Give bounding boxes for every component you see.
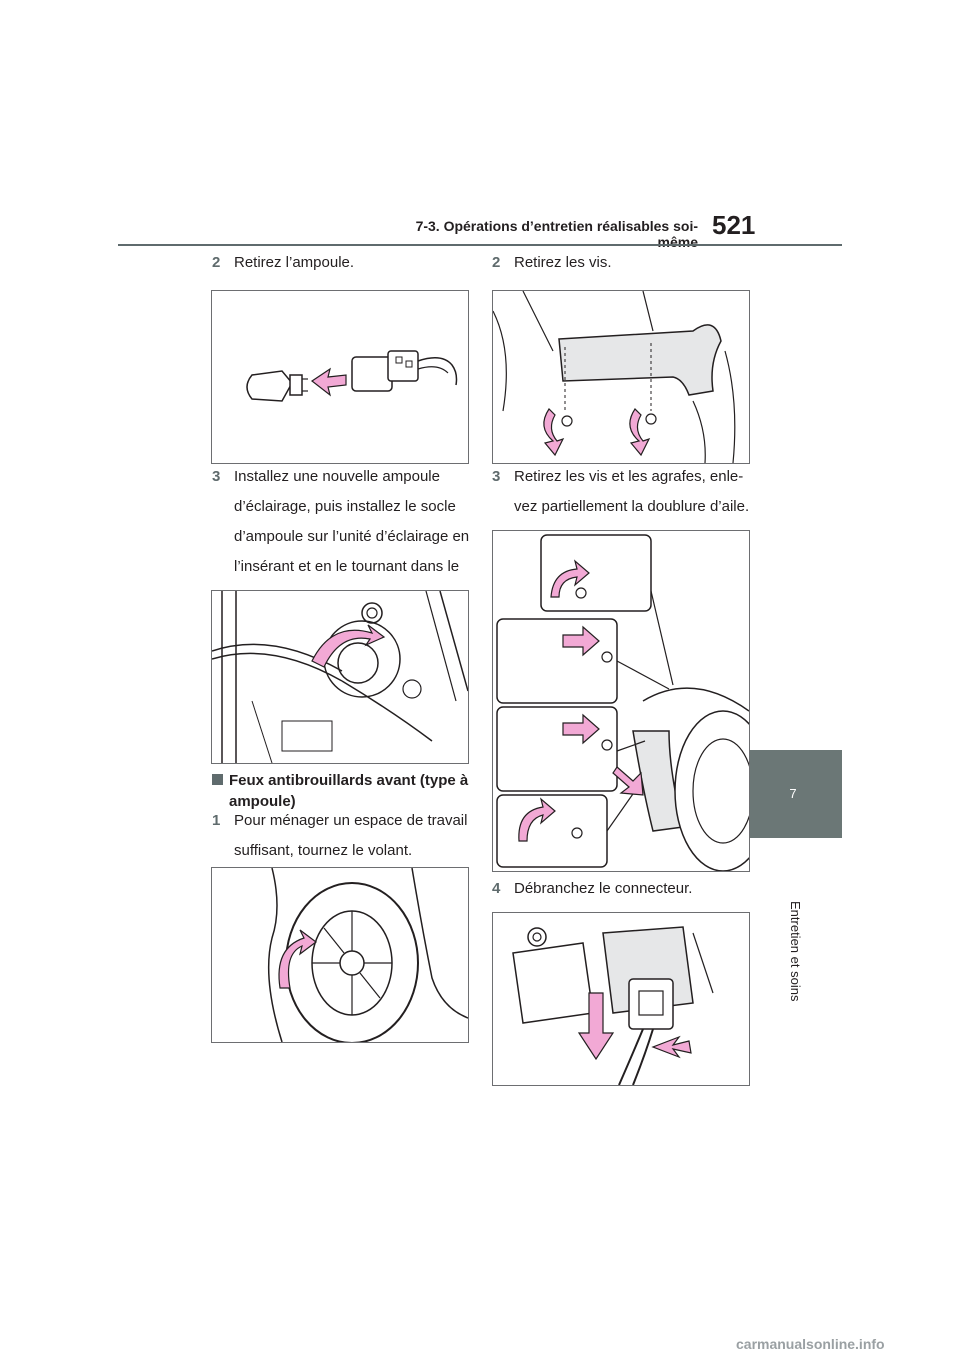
- connector-illustration: [512, 926, 714, 1085]
- step-number: 3: [212, 468, 221, 485]
- chapter-label: Entretien et soins: [788, 901, 803, 1002]
- step-number: 1: [212, 812, 221, 829]
- step-number: 2: [492, 254, 501, 271]
- page-number: 521: [712, 210, 756, 240]
- section-heading-text: Feux antibrouillards avant (type à ampou…: [229, 772, 469, 810]
- step-remove-screws: 2 Retirez les vis.: [492, 248, 750, 278]
- figure-disconnect-connector: [492, 912, 750, 1086]
- step-remove-liner: 3 Retirez les vis et les agrafes, enle-v…: [492, 462, 752, 522]
- step-number: 3: [492, 468, 501, 485]
- running-header: 7-3. Opérations d’entretien réalisables …: [415, 218, 698, 250]
- chapter-tab[interactable]: 7: [744, 750, 842, 838]
- bulb-install-illustration: [212, 591, 468, 763]
- step-remove-bulb: 2 Retirez l’ampoule.: [212, 248, 467, 278]
- step-text: Retirez les vis.: [514, 254, 612, 271]
- watermark-logo: carmanualsonline.info: [736, 1336, 885, 1352]
- step-text: Débranchez le connecteur.: [514, 880, 693, 897]
- chapter-number: 7: [789, 786, 797, 801]
- section-square-bullet: [212, 774, 223, 785]
- step-number: 4: [492, 880, 501, 897]
- figure-remove-liner: [492, 530, 750, 872]
- step-text: Pour ménager un espace de travail suffis…: [234, 812, 468, 859]
- step-disconnect-connector: 4 Débranchez le connecteur.: [492, 874, 750, 904]
- figure-remove-screws: [492, 290, 750, 464]
- step-turn-steering: 1 Pour ménager un espace de travail suff…: [212, 806, 470, 866]
- wheel-illustration: [267, 868, 468, 1042]
- section-heading-fog-lights: Feux antibrouillards avant (type à ampou…: [212, 770, 472, 812]
- step-text: Retirez les vis et les agrafes, enle-vez…: [514, 468, 750, 515]
- fender-liner-illustration: [496, 534, 749, 871]
- step-number: 2: [212, 254, 221, 271]
- figure-remove-bulb: [211, 290, 469, 464]
- header-divider: [118, 244, 842, 246]
- screws-removal-illustration: [493, 291, 736, 463]
- watermark-text: carmanualsonline.info: [736, 1336, 885, 1352]
- figure-turn-wheel: [211, 867, 469, 1043]
- figure-install-bulb: [211, 590, 469, 764]
- bulb-removal-illustration: [246, 350, 458, 402]
- step-text: Retirez l’ampoule.: [234, 254, 355, 271]
